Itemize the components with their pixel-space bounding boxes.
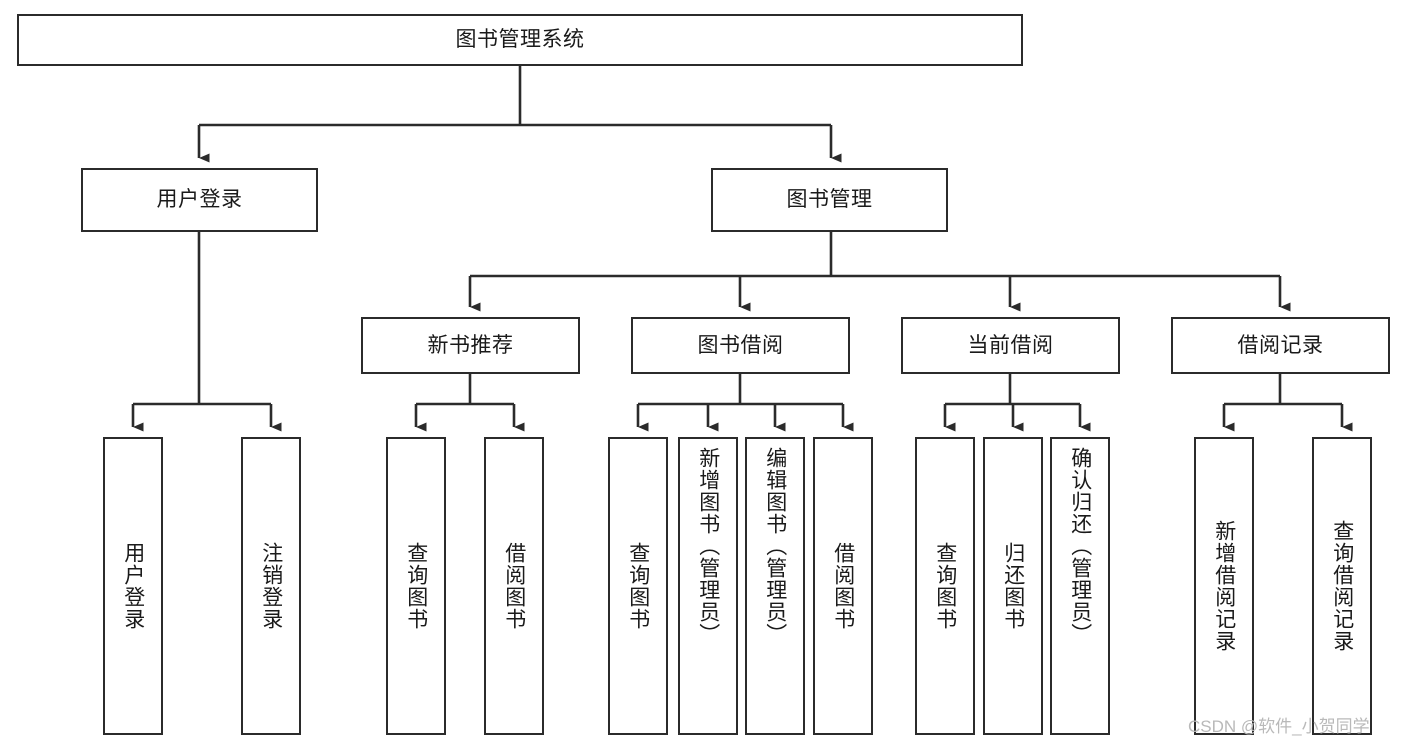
leaf-logout[interactable]: 注销登录 [241, 437, 301, 735]
connectors-current-borrow [943, 374, 1091, 432]
leaf-edit-book-admin-label: 编辑图书（管理员） [763, 447, 787, 645]
connectors-borrow-records [1222, 374, 1353, 432]
leaf-return-book[interactable]: 归还图书 [983, 437, 1043, 735]
leaf-query-book-current[interactable]: 查询图书 [915, 437, 975, 735]
leaf-edit-book-admin[interactable]: 编辑图书（管理员） [745, 437, 805, 735]
leaf-query-borrow-record-label: 查询借阅记录 [1330, 520, 1354, 652]
leaf-return-book-label: 归还图书 [1001, 542, 1025, 630]
leaf-borrow-book-new-label: 借阅图书 [502, 542, 526, 630]
leaf-query-book-new-label: 查询图书 [404, 542, 428, 630]
node-new-book-recommend-label: 新书推荐 [427, 333, 514, 357]
connectors-book-mgmt [468, 232, 1291, 312]
node-user-login-label: 用户登录 [156, 188, 243, 212]
leaf-query-book-current-label: 查询图书 [933, 542, 957, 630]
node-borrow-record[interactable]: 借阅记录 [1171, 317, 1390, 374]
leaf-query-book-new[interactable]: 查询图书 [386, 437, 446, 735]
leaf-user-login[interactable]: 用户登录 [103, 437, 163, 735]
node-current-borrow-label: 当前借阅 [967, 333, 1054, 357]
leaf-query-book-borrow[interactable]: 查询图书 [608, 437, 668, 735]
connectors-root [197, 66, 842, 163]
leaf-borrow-book-label: 借阅图书 [831, 542, 855, 630]
leaf-query-book-borrow-label: 查询图书 [626, 542, 650, 630]
node-book-management[interactable]: 图书管理 [711, 168, 948, 232]
leaf-query-borrow-record[interactable]: 查询借阅记录 [1312, 437, 1372, 735]
leaf-add-borrow-record-label: 新增借阅记录 [1212, 520, 1236, 652]
leaf-logout-label: 注销登录 [259, 542, 283, 630]
leaf-confirm-return-admin-label: 确认归还（管理员） [1068, 447, 1092, 645]
leaf-add-book-admin-label: 新增图书（管理员） [696, 447, 720, 645]
leaf-borrow-book[interactable]: 借阅图书 [813, 437, 873, 735]
node-book-management-label: 图书管理 [786, 188, 873, 212]
connectors-borrow-books [636, 374, 854, 432]
node-book-borrow[interactable]: 图书借阅 [631, 317, 850, 374]
node-root-label: 图书管理系统 [455, 28, 585, 52]
leaf-add-book-admin[interactable]: 新增图书（管理员） [678, 437, 738, 735]
node-book-borrow-label: 图书借阅 [697, 333, 784, 357]
leaf-user-login-label: 用户登录 [121, 542, 145, 630]
node-user-login[interactable]: 用户登录 [81, 168, 318, 232]
node-borrow-record-label: 借阅记录 [1237, 333, 1324, 357]
leaf-borrow-book-new[interactable]: 借阅图书 [484, 437, 544, 735]
connectors-user-login [131, 232, 282, 432]
leaf-add-borrow-record[interactable]: 新增借阅记录 [1194, 437, 1254, 735]
node-root[interactable]: 图书管理系统 [17, 14, 1023, 66]
node-new-book-recommend[interactable]: 新书推荐 [361, 317, 580, 374]
node-current-borrow[interactable]: 当前借阅 [901, 317, 1120, 374]
leaf-confirm-return-admin[interactable]: 确认归还（管理员） [1050, 437, 1110, 735]
connectors-new-books [414, 374, 525, 432]
